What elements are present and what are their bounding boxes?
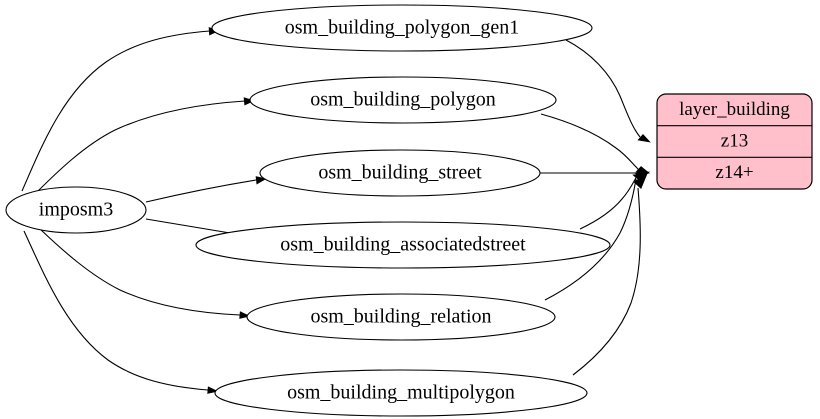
node-imposm3[interactable]: imposm3 [5, 186, 147, 234]
edge-multipolygon-layer[interactable] [572, 173, 648, 376]
node-osm-building-multipolygon[interactable]: osm_building_multipolygon [214, 369, 588, 417]
layer-building-box[interactable] [656, 93, 813, 190]
edge-imposm3-multipolygon[interactable] [23, 230, 219, 394]
node-label-osm-building-associatedstreet: osm_building_associatedstreet [280, 234, 526, 256]
node-layer-building[interactable]: layer_building z13 z14+ [656, 93, 813, 190]
node-label-osm-building-multipolygon: osm_building_multipolygon [287, 382, 515, 404]
node-label-osm-building-street: osm_building_street [318, 162, 482, 184]
layer-building-row-z13: z13 [721, 130, 748, 151]
node-osm-building-relation[interactable]: osm_building_relation [246, 293, 556, 341]
edge-imposm3-polygon[interactable] [35, 97, 255, 194]
node-label-osm-building-polygon: osm_building_polygon [310, 89, 496, 111]
edge-street-layer[interactable] [540, 168, 650, 178]
node-osm-building-polygon[interactable]: osm_building_polygon [249, 76, 557, 124]
node-osm-building-street[interactable]: osm_building_street [259, 149, 541, 197]
layer-building-row-name: layer_building [679, 99, 790, 120]
node-osm-building-polygon-gen1[interactable]: osm_building_polygon_gen1 [211, 4, 593, 52]
edge-imposm3-polygon-gen1[interactable] [21, 27, 220, 192]
layer-building-row-z14plus: z14+ [715, 162, 753, 183]
edge-group-tables-to-layer [540, 39, 651, 376]
node-label-osm-building-relation: osm_building_relation [310, 306, 491, 328]
node-osm-building-associatedstreet[interactable]: osm_building_associatedstreet [195, 221, 611, 269]
edge-polygon-gen1-layer[interactable] [565, 39, 651, 143]
edge-imposm3-relation[interactable] [38, 227, 251, 319]
node-label-osm-building-polygon-gen1: osm_building_polygon_gen1 [285, 17, 519, 39]
node-label-imposm3: imposm3 [39, 199, 113, 221]
edge-imposm3-street[interactable] [145, 176, 267, 203]
edge-polygon-layer[interactable] [540, 113, 650, 174]
